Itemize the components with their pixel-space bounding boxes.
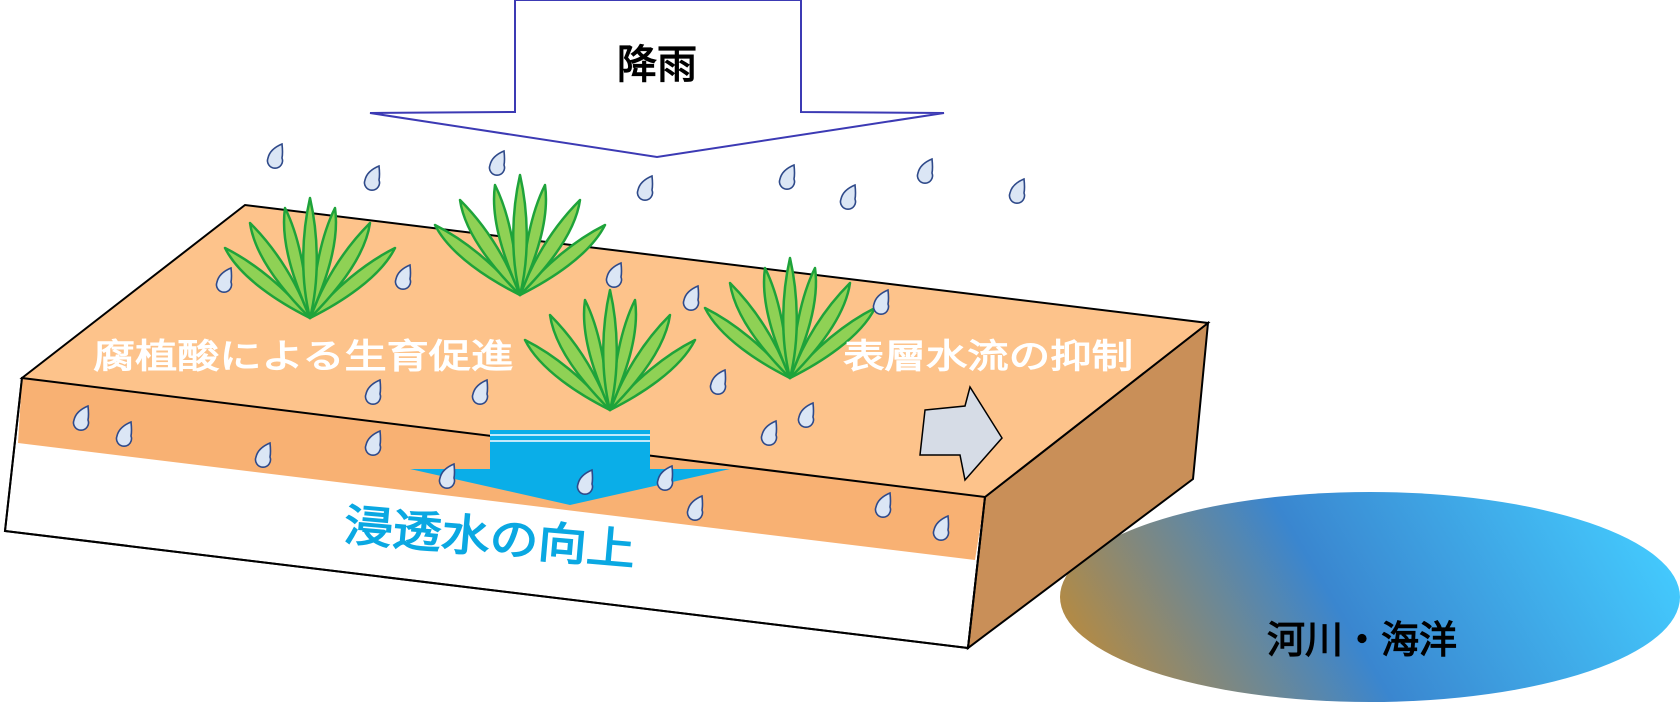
runoff-arrow [919, 385, 1003, 482]
raindrop-icon [363, 165, 381, 191]
raindrop-icon [778, 164, 796, 190]
humic-growth-label: 腐植酸による生育促進 [93, 337, 513, 377]
raindrop-icon [636, 175, 654, 201]
river-ocean-label: 河川・海洋 [1267, 618, 1457, 662]
rainfall-arrow [369, 0, 945, 159]
raindrop-icon [839, 184, 857, 210]
infiltration-arrow [410, 430, 730, 505]
rainfall-label: 降雨 [617, 42, 697, 88]
soil-front-outline [3, 377, 986, 650]
raindrop-icon [266, 143, 284, 169]
raindrop-icon [1008, 178, 1026, 204]
surface-runoff-label: 表層水流の抑制 [843, 337, 1133, 377]
raindrop-icon [488, 150, 506, 176]
raindrop-icon [916, 158, 934, 184]
river-ocean-pool [1060, 492, 1680, 702]
